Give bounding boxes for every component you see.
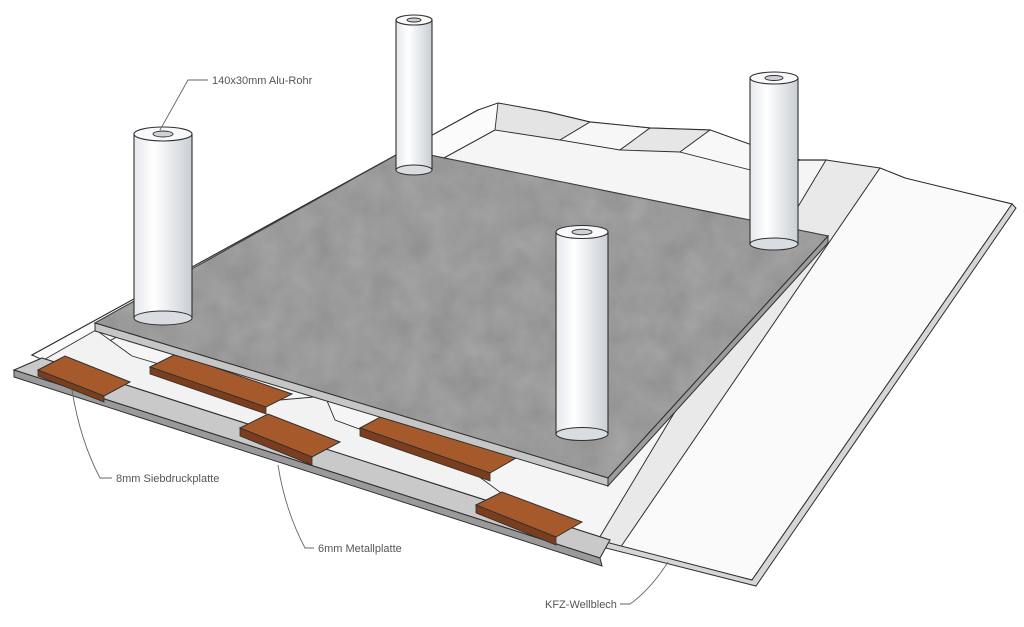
metal-base-plate-edge [13, 369, 603, 567]
label-metal-plate: 6mm Metallplatte [318, 543, 402, 555]
label-screen-board: 8mm Siebdruckplatte [116, 473, 219, 485]
wood-board [474, 491, 584, 546]
wood-board [36, 355, 132, 403]
label-corrugated-sheet: KFZ-Wellblech [545, 599, 617, 611]
alu-tube [395, 14, 433, 176]
leader-line-metal-plate [277, 464, 314, 549]
wood-board [238, 413, 342, 466]
wood-board [148, 353, 294, 415]
leader-line-screen-board [71, 389, 112, 479]
alu-tube [133, 126, 193, 326]
metal-plate [93, 149, 830, 488]
alu-tube [555, 224, 609, 441]
metal-plate-texture [95, 150, 828, 478]
leader-lines [71, 79, 669, 605]
label-tube: 140x30mm Alu-Rohr [212, 75, 313, 87]
alu-tube [749, 71, 799, 251]
leader-line-tube [159, 79, 208, 131]
metal-plate-edge [607, 234, 829, 488]
alu-tubes [133, 14, 799, 441]
leader-line-corrugated [620, 561, 669, 605]
